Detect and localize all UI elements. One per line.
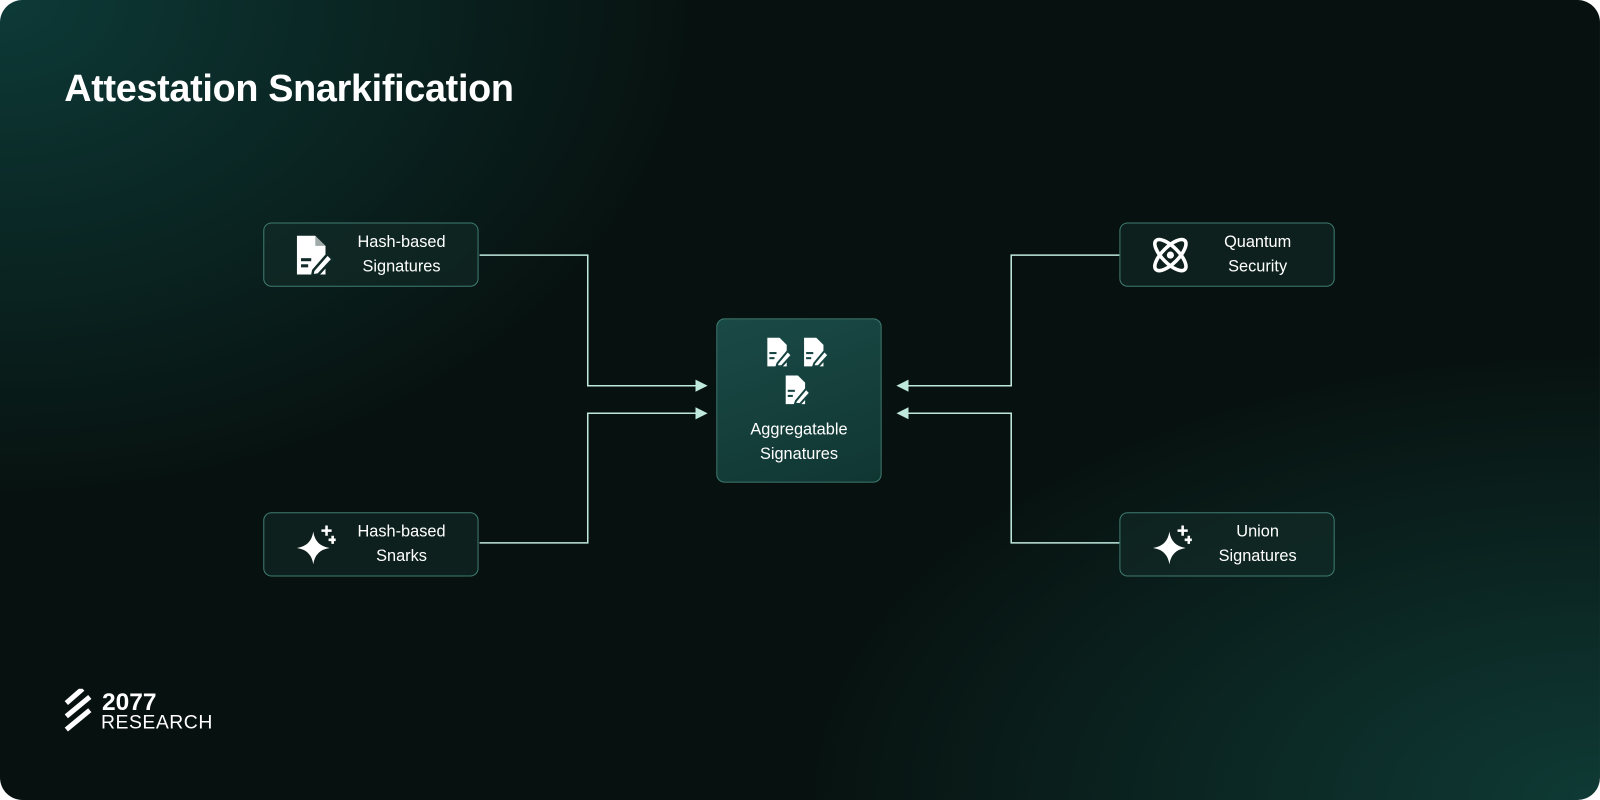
center-label-line2: Signatures — [759, 445, 839, 464]
sparkle-icon — [1153, 525, 1192, 565]
connector-quantum-security — [896, 254, 1120, 392]
node-label-line1: Union — [1236, 522, 1279, 541]
node-label-line1: Hash-based — [357, 522, 446, 541]
node-label-line1: Quantum — [1224, 233, 1292, 251]
connector-hash-signatures — [479, 254, 708, 392]
page-title: Attestation Snarkification — [64, 67, 514, 110]
node-label-line2: Signatures — [362, 257, 441, 275]
signed-documents-icon — [767, 336, 830, 406]
node-label-line1: Hash-based — [357, 233, 446, 251]
node-label-line2: Security — [1228, 257, 1288, 275]
node-label-line2: Signatures — [1218, 547, 1297, 565]
connector-hash-snarks — [479, 407, 708, 544]
connector-union-signatures — [896, 407, 1120, 544]
signed-document-icon — [296, 235, 335, 277]
atom-icon — [1153, 237, 1188, 273]
logo-name: RESEARCH — [101, 712, 213, 734]
sparkle-icon — [296, 525, 336, 565]
node-label-line2: Snarks — [376, 547, 427, 565]
logo-stripes-icon — [64, 686, 92, 732]
logo-2077-research: 2077 RESEARCH — [63, 686, 212, 741]
logo-number: 2077 — [102, 688, 157, 717]
center-label-line1: Aggregatable — [750, 421, 848, 439]
